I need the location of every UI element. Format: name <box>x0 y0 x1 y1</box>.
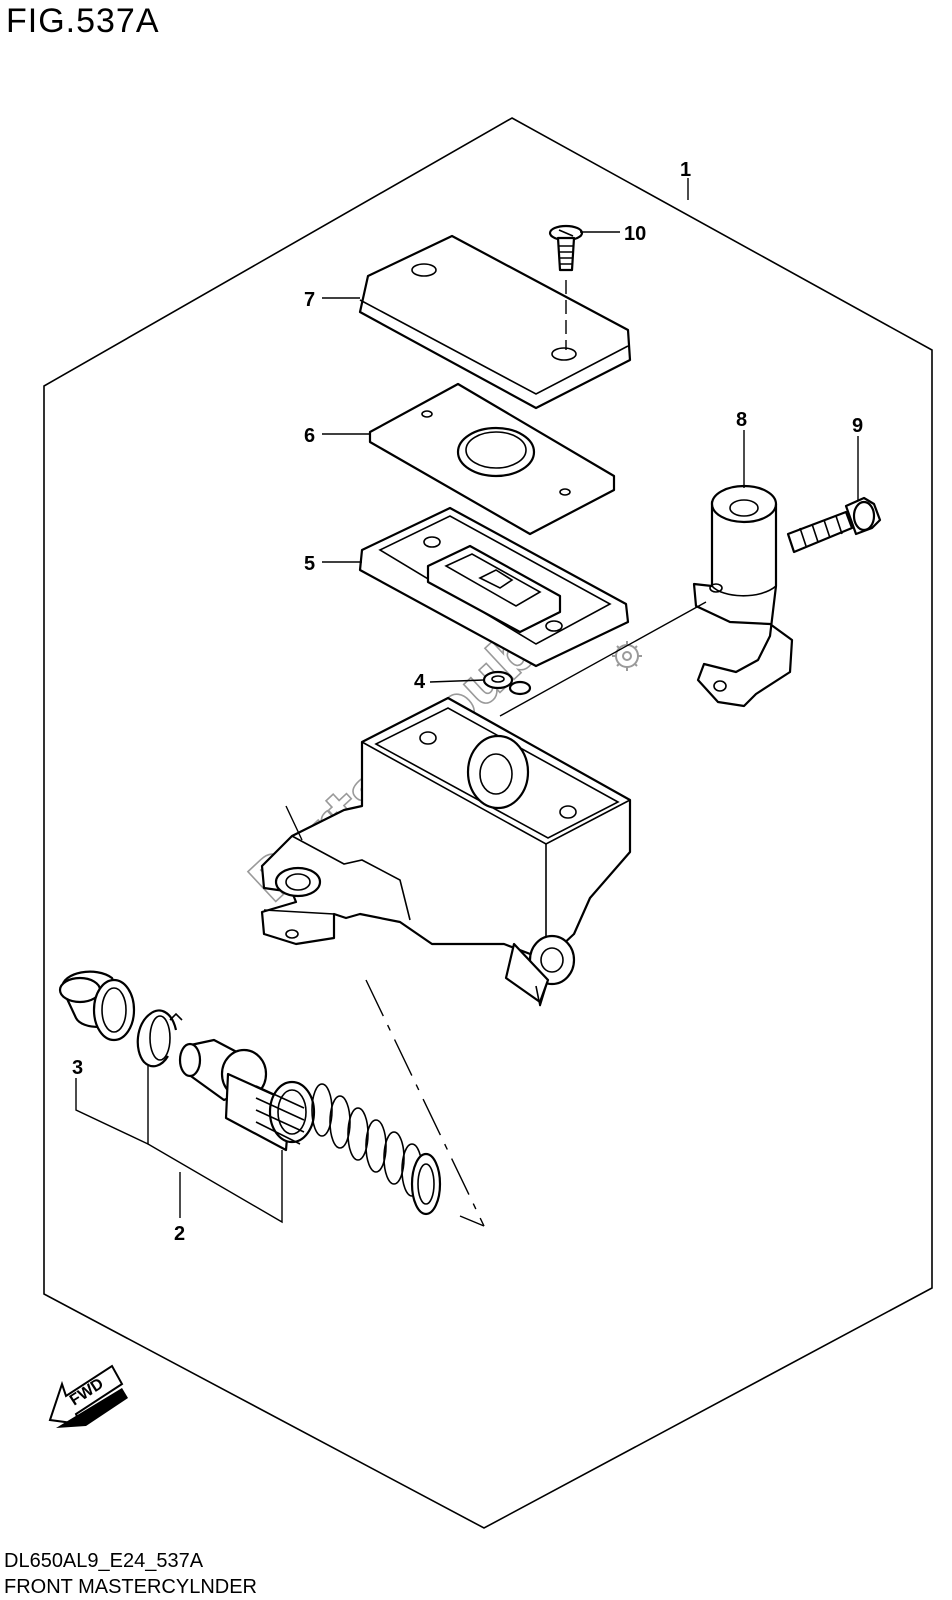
callout-2: 2 <box>174 1223 185 1245</box>
dust-boot <box>58 970 136 1042</box>
callout-7: 7 <box>304 289 315 311</box>
piston <box>178 1038 316 1152</box>
callout-10: 10 <box>624 223 646 245</box>
reservoir-diaphragm <box>358 506 630 668</box>
master-cylinder-holder <box>692 484 794 708</box>
holder-bolt <box>786 496 882 554</box>
fwd-arrow-icon: FWD <box>48 1364 128 1428</box>
callout-4: 4 <box>414 671 426 693</box>
cap-screw <box>548 224 584 272</box>
callout-1: 1 <box>680 159 691 181</box>
diaphragm-plate <box>368 382 616 536</box>
callout-9: 9 <box>852 415 863 437</box>
reservoir-cap <box>358 234 632 410</box>
callout-6: 6 <box>304 425 315 447</box>
callout-3: 3 <box>72 1057 83 1079</box>
circlip <box>136 1009 183 1068</box>
model-code: DL650AL9_E24_537A <box>4 1550 204 1572</box>
return-spring <box>311 1083 442 1216</box>
assembly-outline <box>43 117 933 1529</box>
callout-8: 8 <box>736 409 747 431</box>
master-cylinder-body <box>260 696 632 1007</box>
group-name: FRONT MASTERCYLNDER <box>4 1576 257 1598</box>
figure-title: FIG.537A <box>6 2 160 40</box>
callout-5: 5 <box>304 553 315 575</box>
